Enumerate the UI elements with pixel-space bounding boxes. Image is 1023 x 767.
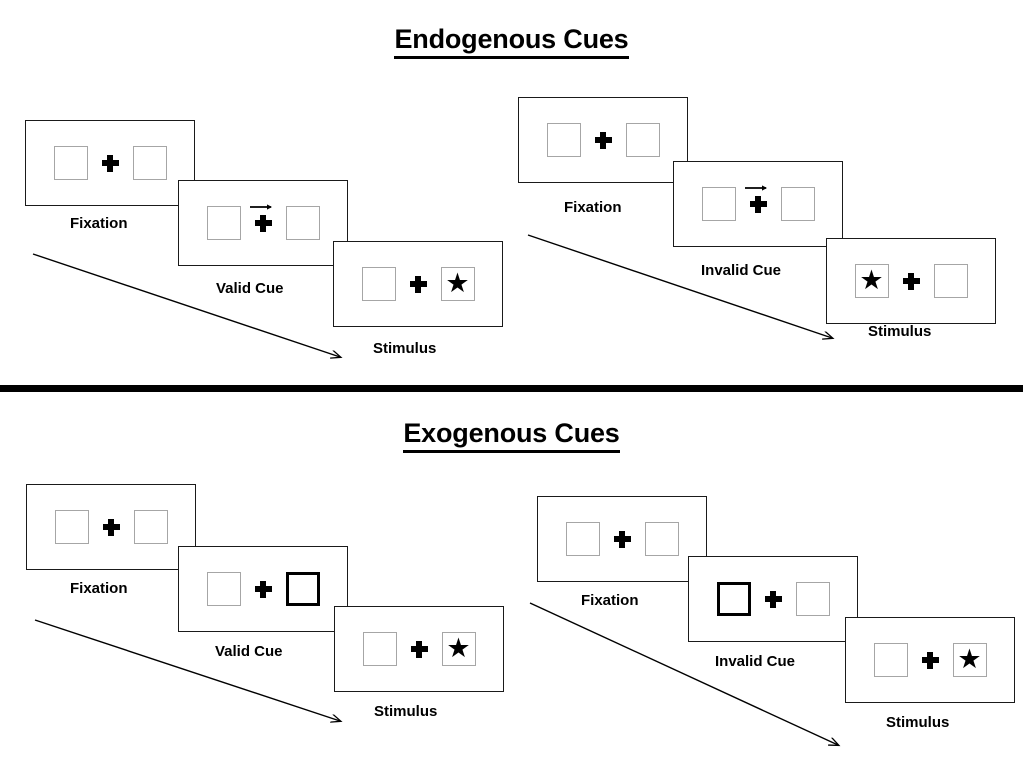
frame-inner bbox=[716, 582, 830, 616]
target-star-icon: ★ bbox=[859, 264, 884, 295]
section-title-exogenous-text: Exogenous Cues bbox=[403, 418, 620, 453]
fixation-cross-icon bbox=[409, 275, 427, 293]
stimulus-box-right: ★ bbox=[440, 267, 475, 301]
target-star-icon: ★ bbox=[957, 643, 982, 674]
stimulus-box-left bbox=[873, 643, 908, 677]
stimulus-box-left: ★ bbox=[854, 264, 889, 298]
frame-exogenous-invalid-stimulus[interactable]: ★ bbox=[845, 617, 1015, 703]
fixation-cross-icon bbox=[254, 580, 272, 598]
section-title-endogenous: Endogenous Cues bbox=[0, 24, 1023, 59]
frame-inner: ★ bbox=[873, 643, 987, 677]
stimulus-box-right bbox=[795, 582, 830, 616]
frame-endogenous-invalid-fixation[interactable] bbox=[518, 97, 688, 183]
frame-exogenous-invalid-fixation[interactable] bbox=[537, 496, 707, 582]
frame-endogenous-invalid-cue[interactable] bbox=[673, 161, 843, 247]
section-divider bbox=[0, 385, 1023, 392]
arrow-right-icon bbox=[743, 181, 773, 193]
fixation-cross-icon bbox=[594, 131, 612, 149]
frame-inner bbox=[701, 184, 815, 221]
frame-inner bbox=[54, 510, 168, 544]
frame-inner: ★ bbox=[854, 264, 968, 298]
caption-endogenous-invalid-fixation: Fixation bbox=[564, 199, 622, 216]
frame-endogenous-invalid-stimulus[interactable]: ★ bbox=[826, 238, 996, 324]
frame-endogenous-valid-stimulus[interactable]: ★ bbox=[333, 241, 503, 327]
stimulus-box-left-cued bbox=[716, 582, 751, 616]
frame-inner bbox=[206, 572, 320, 606]
stimulus-box-left bbox=[206, 572, 241, 606]
caption-exogenous-invalid-cue: Invalid Cue bbox=[715, 653, 796, 670]
fixation-cross-icon bbox=[745, 184, 767, 213]
caption-endogenous-invalid-stimulus: Stimulus bbox=[868, 323, 932, 340]
stimulus-box-left bbox=[53, 146, 88, 180]
stimulus-box-right: ★ bbox=[952, 643, 987, 677]
caption-endogenous-valid-fixation: Fixation bbox=[70, 215, 128, 232]
frame-inner bbox=[546, 123, 660, 157]
stimulus-box-right bbox=[133, 510, 168, 544]
frame-exogenous-invalid-cue[interactable] bbox=[688, 556, 858, 642]
caption-exogenous-valid-fixation: Fixation bbox=[70, 580, 128, 597]
stimulus-box-left bbox=[565, 522, 600, 556]
fixation-cross-icon bbox=[250, 203, 272, 232]
section-title-exogenous: Exogenous Cues bbox=[0, 418, 1023, 453]
stimulus-box-right bbox=[285, 206, 320, 240]
stimulus-box-right bbox=[625, 123, 660, 157]
stimulus-box-right bbox=[132, 146, 167, 180]
arrow-right-icon bbox=[248, 200, 278, 212]
stimulus-box-left bbox=[362, 632, 397, 666]
section-title-endogenous-text: Endogenous Cues bbox=[394, 24, 629, 59]
target-star-icon: ★ bbox=[445, 267, 470, 298]
fixation-cross-icon bbox=[102, 518, 120, 536]
stimulus-box-right-cued bbox=[285, 572, 320, 606]
caption-exogenous-invalid-stimulus: Stimulus bbox=[886, 714, 950, 731]
target-star-icon: ★ bbox=[446, 632, 471, 663]
stimulus-box-right: ★ bbox=[441, 632, 476, 666]
stimulus-box-right bbox=[644, 522, 679, 556]
frame-endogenous-valid-fixation[interactable] bbox=[25, 120, 195, 206]
stimulus-box-left bbox=[361, 267, 396, 301]
frame-exogenous-valid-cue[interactable] bbox=[178, 546, 348, 632]
stimulus-box-left bbox=[54, 510, 89, 544]
fixation-cross-icon bbox=[101, 154, 119, 172]
fixation-cross-icon bbox=[410, 640, 428, 658]
frame-inner: ★ bbox=[361, 267, 475, 301]
stimulus-box-right bbox=[780, 187, 815, 221]
frame-inner bbox=[206, 203, 320, 240]
frame-exogenous-valid-fixation[interactable] bbox=[26, 484, 196, 570]
caption-endogenous-valid-cue: Valid Cue bbox=[216, 280, 284, 297]
frame-exogenous-valid-stimulus[interactable]: ★ bbox=[334, 606, 504, 692]
stimulus-box-left bbox=[546, 123, 581, 157]
fixation-cross-icon bbox=[921, 651, 939, 669]
caption-exogenous-valid-cue: Valid Cue bbox=[215, 643, 283, 660]
stimulus-box-left bbox=[206, 206, 241, 240]
caption-exogenous-valid-stimulus: Stimulus bbox=[374, 703, 438, 720]
stimulus-box-right bbox=[933, 264, 968, 298]
caption-endogenous-valid-stimulus: Stimulus bbox=[373, 340, 437, 357]
frame-inner: ★ bbox=[362, 632, 476, 666]
frame-endogenous-valid-cue[interactable] bbox=[178, 180, 348, 266]
frame-inner bbox=[53, 146, 167, 180]
frame-inner bbox=[565, 522, 679, 556]
fixation-cross-icon bbox=[764, 590, 782, 608]
caption-exogenous-invalid-fixation: Fixation bbox=[581, 592, 639, 609]
stimulus-box-left bbox=[701, 187, 736, 221]
fixation-cross-icon bbox=[613, 530, 631, 548]
fixation-cross-icon bbox=[902, 272, 920, 290]
caption-endogenous-invalid-cue: Invalid Cue bbox=[701, 262, 782, 279]
